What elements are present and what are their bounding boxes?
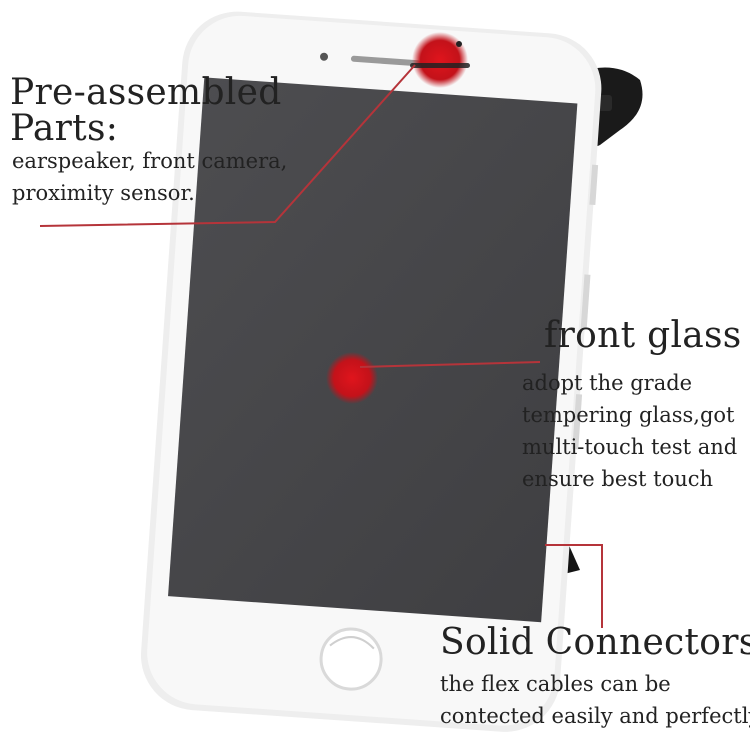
front-camera-icon — [320, 52, 329, 61]
home-button-icon — [319, 627, 383, 691]
preassembled-title-line1: Pre-assembled — [10, 72, 282, 113]
preassembled-desc-line2: proximity sensor. — [12, 181, 195, 205]
connector-callout-line — [545, 544, 603, 628]
camera-highlight-icon — [412, 32, 468, 88]
screen — [168, 77, 578, 623]
front-glass-desc-line3: multi-touch test and — [522, 435, 738, 459]
front-glass-title: front glass — [544, 315, 742, 356]
connectors-description: the flex cables can be contected easily … — [440, 668, 750, 732]
preassembled-callout-line — [39, 64, 416, 227]
preassembled-description: earspeaker, front camera, proximity sens… — [12, 145, 287, 209]
front-glass-desc-line1: adopt the grade — [522, 371, 693, 395]
connectors-desc-line1: the flex cables can be — [440, 672, 671, 696]
connectors-title: Solid Connectors: — [440, 622, 750, 663]
preassembled-title-line2: Parts: — [10, 108, 119, 149]
front-glass-callout-line — [359, 361, 541, 368]
connectors-desc-line2: contected easily and perfectly — [440, 704, 750, 728]
front-glass-description: adopt the grade tempering glass,got mult… — [522, 367, 737, 495]
glass-highlight-icon — [326, 352, 378, 404]
preassembled-title: Pre-assembled Parts: — [10, 75, 282, 147]
front-glass-desc-line2: tempering glass,got — [522, 403, 735, 427]
preassembled-desc-line1: earspeaker, front camera, — [12, 149, 288, 173]
front-glass-desc-line4: ensure best touch — [522, 467, 714, 491]
earpiece-icon — [350, 55, 421, 67]
